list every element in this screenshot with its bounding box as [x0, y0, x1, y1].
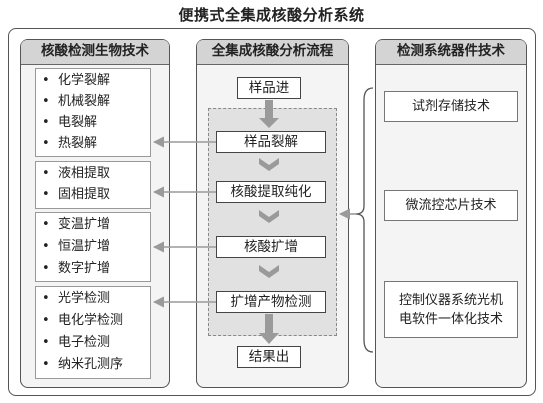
- biotech-column-header: 核酸检测生物技术: [21, 40, 169, 65]
- brace-connector: [355, 87, 374, 353]
- amplification-group: • 变温扩增 • 恒温扩增 • 数字扩增: [35, 212, 151, 282]
- list-item: • 电化学检测: [42, 313, 123, 329]
- reagent-storage-box: 试剂存储技术: [384, 91, 518, 122]
- flow-arrow-input: [259, 100, 279, 128]
- list-item: • 纳米孔测序: [42, 357, 123, 373]
- list-item: • 恒温扩增: [42, 239, 110, 255]
- item-label: 液相提取: [58, 166, 111, 181]
- chevron-down-icon: [259, 158, 279, 171]
- device-tech-column-header: 检测系统器件技术: [376, 40, 526, 65]
- sample-in-box: 样品进: [237, 77, 301, 99]
- step-lysis: 样品裂解: [216, 131, 326, 153]
- bullet: •: [42, 187, 50, 202]
- item-label: 数字扩增: [58, 261, 111, 276]
- bullet: •: [42, 136, 50, 151]
- instrument-integration-box: 控制仪器系统光机电软件一体化技术: [384, 281, 518, 338]
- step-amplification: 核酸扩增: [216, 236, 326, 258]
- list-item: • 化学裂解: [42, 73, 110, 89]
- detection-group: • 光学检测 • 电化学检测 • 电子检测 • 纳米孔测序: [35, 286, 151, 379]
- step-detection: 扩增产物检测: [216, 291, 326, 313]
- item-label: 固相提取: [58, 187, 111, 202]
- list-item: • 机械裂解: [42, 94, 110, 110]
- bullet: •: [42, 115, 50, 130]
- bullet: •: [42, 239, 50, 254]
- bullet: •: [42, 313, 50, 328]
- bullet: •: [42, 261, 50, 276]
- item-label: 变温扩增: [58, 217, 111, 232]
- item-label: 电裂解: [58, 115, 98, 130]
- bullet: •: [42, 166, 50, 181]
- lysis-group: • 化学裂解 • 机械裂解 • 电裂解 • 热裂解: [35, 68, 151, 157]
- chevron-down-icon: [259, 210, 279, 223]
- bullet: •: [42, 217, 50, 232]
- list-item: • 固相提取: [42, 187, 110, 203]
- item-label: 电化学检测: [58, 313, 124, 328]
- list-item: • 光学检测: [42, 291, 110, 307]
- list-item: • 变温扩增: [42, 217, 110, 233]
- list-item: • 液相提取: [42, 166, 110, 182]
- result-out-box: 结果出: [237, 346, 301, 368]
- item-label: 光学检测: [58, 291, 111, 306]
- step-extraction: 核酸提取纯化: [216, 181, 326, 203]
- list-item: • 电裂解: [42, 115, 97, 131]
- list-item: • 电子检测: [42, 335, 110, 351]
- diagram-title: 便携式全集成核酸分析系统: [178, 6, 365, 24]
- item-label: 恒温扩增: [58, 239, 111, 254]
- bullet: •: [42, 73, 50, 88]
- list-item: • 热裂解: [42, 136, 97, 152]
- item-label: 电子检测: [58, 335, 111, 350]
- bullet: •: [42, 94, 50, 109]
- item-label: 热裂解: [58, 136, 98, 151]
- microfluidic-chip-box: 微流控芯片技术: [384, 190, 518, 221]
- item-label: 化学裂解: [58, 73, 111, 88]
- flow-arrow-output: [259, 314, 279, 344]
- bullet: •: [42, 357, 50, 372]
- chevron-down-icon: [259, 265, 279, 278]
- item-label: 机械裂解: [58, 94, 111, 109]
- extraction-group: • 液相提取 • 固相提取: [35, 161, 151, 209]
- item-label: 纳米孔测序: [58, 357, 124, 372]
- bullet: •: [42, 335, 50, 350]
- bullet: •: [42, 291, 50, 306]
- list-item: • 数字扩增: [42, 261, 110, 277]
- workflow-column-header: 全集成核酸分析流程: [197, 40, 348, 65]
